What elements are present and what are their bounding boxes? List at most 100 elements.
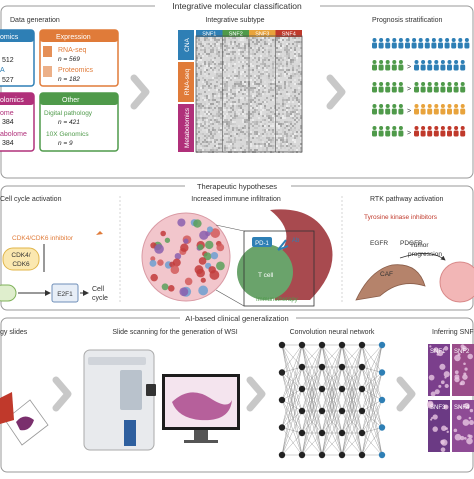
heatmap-cell [296, 97, 298, 99]
heatmap-cell [274, 89, 276, 91]
heatmap-cell [262, 101, 264, 103]
heatmap-cell [294, 137, 296, 139]
heatmap-cell [276, 103, 278, 105]
heatmap-cell [208, 129, 210, 131]
heatmap-cell [212, 97, 214, 99]
cnn-node [378, 451, 386, 459]
heatmap-cell [206, 63, 208, 65]
person-head [385, 60, 390, 64]
person-body [378, 42, 384, 49]
heatmap-cell [230, 135, 232, 137]
heatmap-cell [272, 147, 274, 149]
heatmap-cell [246, 67, 248, 69]
heatmap-cell [250, 97, 252, 99]
heatmap-cell [300, 91, 302, 93]
heatmap-cell [266, 97, 268, 99]
heatmap-cell [250, 137, 252, 139]
heatmap-cell [224, 129, 226, 131]
heatmap-cell [288, 85, 290, 87]
heatmap-cell [230, 103, 232, 105]
heatmap-cell [290, 123, 292, 125]
heatmap-cell [206, 95, 208, 97]
heatmap-cell [208, 141, 210, 143]
classification-header: Integrative molecular classification [172, 1, 302, 11]
heatmap-cell [200, 73, 202, 75]
heatmap-cell [266, 133, 268, 135]
heatmap-cell [216, 89, 218, 91]
heatmap-cell [296, 111, 298, 113]
pill-icon [96, 231, 103, 235]
heatmap-cell [244, 75, 246, 77]
heatmap-cell [268, 45, 270, 47]
cnn-edge [281, 372, 303, 390]
cnn-edge [301, 344, 323, 368]
heatmap-cell [210, 51, 212, 53]
heatmap-cell [292, 67, 294, 69]
heatmap-cell [216, 149, 218, 151]
heatmap-cell [242, 57, 244, 59]
cnn-edge [301, 344, 323, 456]
heatmap-cell [206, 145, 208, 147]
heatmap-cell [298, 83, 300, 85]
heatmap-cell [246, 133, 248, 135]
heatmap-cell [224, 71, 226, 73]
heatmap-cell [232, 101, 234, 103]
heatmap-cell [258, 41, 260, 43]
heatmap-cell [230, 57, 232, 59]
heatmap-cell [196, 73, 198, 75]
hypotheses-header: Therapeutic hypotheses [197, 182, 277, 191]
heatmap-cell [262, 149, 264, 151]
heatmap-cell [290, 75, 292, 77]
heatmap-cell [212, 117, 214, 119]
heatmap-cell [258, 65, 260, 67]
heatmap-cell [196, 95, 198, 97]
heatmap-cell [266, 147, 268, 149]
heatmap-cell [208, 97, 210, 99]
heatmap-cell [282, 139, 284, 141]
heatmap-cell [276, 85, 278, 87]
heatmap-cell [200, 69, 202, 71]
heatmap-cell [268, 49, 270, 51]
person-body [391, 64, 397, 71]
heatmap-cell [246, 97, 248, 99]
person-head [440, 60, 445, 64]
heatmap-cell [218, 79, 220, 81]
heatmap-cell [198, 45, 200, 47]
heatmap-cell [204, 83, 206, 85]
person-head [447, 104, 452, 108]
heatmap-cell [196, 139, 198, 141]
person-body [427, 86, 433, 93]
heatmap-cell [268, 119, 270, 121]
person-head [405, 38, 410, 42]
person-body [460, 108, 466, 115]
heatmap-cell [230, 91, 232, 93]
heatmap-cell [200, 87, 202, 89]
heatmap-cell [290, 63, 292, 65]
heatmap-cell [236, 149, 238, 151]
heatmap-cell [252, 71, 254, 73]
heatmap-cell [242, 65, 244, 67]
heatmap-cell [258, 85, 260, 87]
heatmap-cell [254, 69, 256, 71]
heatmap-cell [242, 133, 244, 135]
heatmap-cell [204, 79, 206, 81]
heatmap-cell [210, 59, 212, 61]
heatmap-cell [214, 119, 216, 121]
heatmap-cell [298, 115, 300, 117]
heatmap-cell [232, 59, 234, 61]
heatmap-cell [274, 61, 276, 63]
heatmap-cell [280, 61, 282, 63]
heatmap-cell [220, 139, 222, 141]
heatmap-cell [298, 67, 300, 69]
heatmap-cell [226, 85, 228, 87]
heatmap-cell [272, 83, 274, 85]
heatmap-cell [246, 59, 248, 61]
heatmap-cell [298, 113, 300, 115]
heatmap-cell [230, 77, 232, 79]
heatmap-cell [262, 109, 264, 111]
heatmap-cell [294, 37, 296, 39]
heatmap-cell [240, 81, 242, 83]
heatmap-cell [216, 111, 218, 113]
rna-label: RNA-seq [58, 47, 87, 54]
cnn-edge [281, 366, 303, 401]
